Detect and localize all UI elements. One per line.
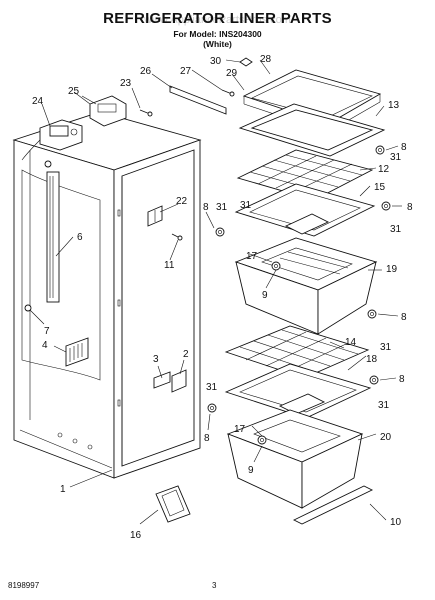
screw-27 — [221, 89, 235, 97]
callout-31a: 31 — [216, 202, 228, 213]
trim-26 — [169, 85, 227, 115]
callout-3: 3 — [153, 354, 159, 365]
callout-2: 2 — [183, 349, 189, 360]
crisper-drawer-20 — [226, 409, 364, 509]
callout-22: 22 — [176, 196, 188, 207]
callout-labels: 1 2 3 4 25 6 7 8 8 8 8 8 8 9 9 10 11 12 … — [32, 54, 413, 541]
page-title: REFRIGERATOR LINER PARTS — [103, 10, 332, 27]
callout-31e: 31 — [378, 400, 390, 411]
callout-10: 10 — [390, 517, 402, 528]
watermark: www.AppliancePartsPros.com — [144, 14, 291, 26]
screw-23 — [139, 109, 153, 117]
liner-cabinet — [12, 111, 202, 479]
callout-18: 18 — [366, 354, 378, 365]
callout-9a: 9 — [262, 290, 268, 301]
light-cover — [89, 95, 127, 127]
callout-31d: 31 — [380, 342, 392, 353]
callout-17b: 17 — [234, 424, 246, 435]
callout-15: 15 — [374, 182, 386, 193]
callout-24: 24 — [32, 96, 44, 107]
callout-31f: 31 — [206, 382, 218, 393]
callout-6: 6 — [77, 232, 83, 243]
callout-4: 4 — [42, 340, 48, 351]
callout-8b: 8 — [401, 142, 407, 153]
color-line: (White) — [203, 39, 232, 49]
part-number: 8198997 — [8, 581, 40, 590]
callout-9b: 9 — [248, 465, 254, 476]
light-housing — [21, 119, 83, 161]
shelf-14 — [224, 325, 370, 379]
leader-lines — [29, 59, 402, 525]
shelf-rail — [24, 160, 60, 312]
callout-8e: 8 — [399, 374, 405, 385]
callout-8c: 8 — [407, 202, 413, 213]
trim-10 — [292, 485, 374, 525]
callout-7: 7 — [44, 326, 50, 337]
callout-28: 28 — [260, 54, 272, 65]
callout-31g: 31 — [240, 200, 252, 211]
crisper-drawer-19 — [234, 237, 378, 335]
callout-30: 30 — [210, 56, 222, 67]
callout-16: 16 — [130, 530, 142, 541]
callout-31b: 31 — [390, 152, 402, 163]
model-line: For Model: INS204300 — [173, 29, 262, 39]
crisper-frame-18 — [224, 363, 372, 419]
callout-11: 11 — [164, 260, 175, 271]
callout-25: 25 — [68, 86, 80, 97]
bracket-22 — [147, 205, 163, 227]
callout-13: 13 — [388, 100, 400, 111]
shelf-frame-13 — [238, 103, 386, 157]
small-parts-2-3 — [153, 369, 187, 393]
callout-8a: 8 — [203, 202, 209, 213]
callout-8d: 8 — [401, 312, 407, 323]
callout-12: 12 — [378, 164, 390, 175]
screw-11 — [171, 233, 183, 241]
vent-grille — [65, 337, 89, 367]
callout-20: 20 — [380, 432, 392, 443]
callout-23: 23 — [120, 78, 132, 89]
callout-14: 14 — [345, 337, 357, 348]
cover-16 — [155, 485, 191, 523]
callout-29: 29 — [226, 68, 238, 79]
callout-1: 1 — [60, 484, 66, 495]
callout-8f: 8 — [204, 433, 210, 444]
shelf-12 — [236, 149, 374, 201]
callout-31c: 31 — [390, 224, 402, 235]
callout-17a: 17 — [246, 251, 258, 262]
callout-27: 27 — [180, 66, 192, 77]
callout-19: 19 — [386, 264, 398, 275]
crisper-frame-15 — [234, 183, 376, 237]
clip-30 — [239, 57, 253, 67]
page-number: 3 — [212, 581, 217, 590]
callout-26: 26 — [140, 66, 152, 77]
